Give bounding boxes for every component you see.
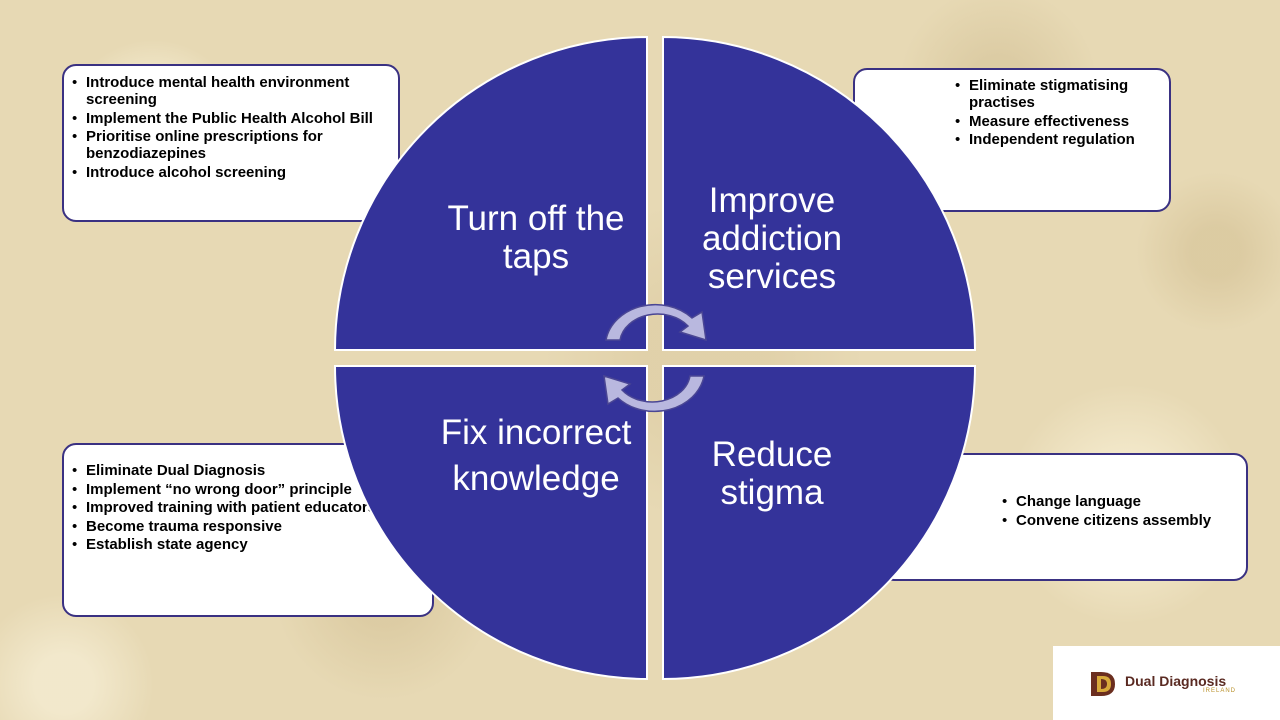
list-item: Improved training with patient educators [72,499,422,516]
list-item: Convene citizens assembly [1002,512,1236,529]
top-left-actions-box: Introduce mental health environment scre… [62,64,400,222]
list-item: Measure effectiveness [955,113,1159,130]
quadrant-label-improve-addiction-services: Improve addiction services [701,181,843,296]
list-item: Prioritise online prescriptions for benz… [72,128,388,162]
logo-subtitle: IRELAND [1203,688,1237,694]
quadrant-top-left [333,35,648,351]
quadrant-bottom-left [333,365,648,681]
list-item: Implement the Public Health Alcohol Bill [72,110,388,127]
quadrant-bottom-right [662,365,977,681]
bottom-left-actions-box: Eliminate Dual Diagnosis Implement “no w… [62,443,434,617]
quadrant-top-right [662,35,977,351]
list-item: Eliminate Dual Diagnosis [72,462,422,479]
list-item: Independent regulation [955,131,1159,148]
list-item: Establish state agency [72,536,422,553]
list-item: Eliminate stigmatising practises [955,77,1159,111]
list-item: Introduce alcohol screening [72,164,388,181]
logo: Dual Diagnosis IRELAND [1053,646,1280,720]
list-item: Change language [1002,493,1236,510]
list-item: Implement “no wrong door” principle [72,481,422,498]
list-item: Introduce mental health environment scre… [72,74,388,108]
circular-arrows-icon [603,303,707,413]
quadrant-label-reduce-stigma: Reduce stigma [711,435,833,512]
quadrant-label-fix-incorrect-knowledge: Fix incorrect knowledge [440,413,632,498]
quadrant-label-turn-off-the-taps: Turn off the taps [447,199,625,276]
dd-logo-icon [1091,672,1115,696]
list-item: Become trauma responsive [72,518,422,535]
logo-name: Dual Diagnosis [1125,673,1227,689]
